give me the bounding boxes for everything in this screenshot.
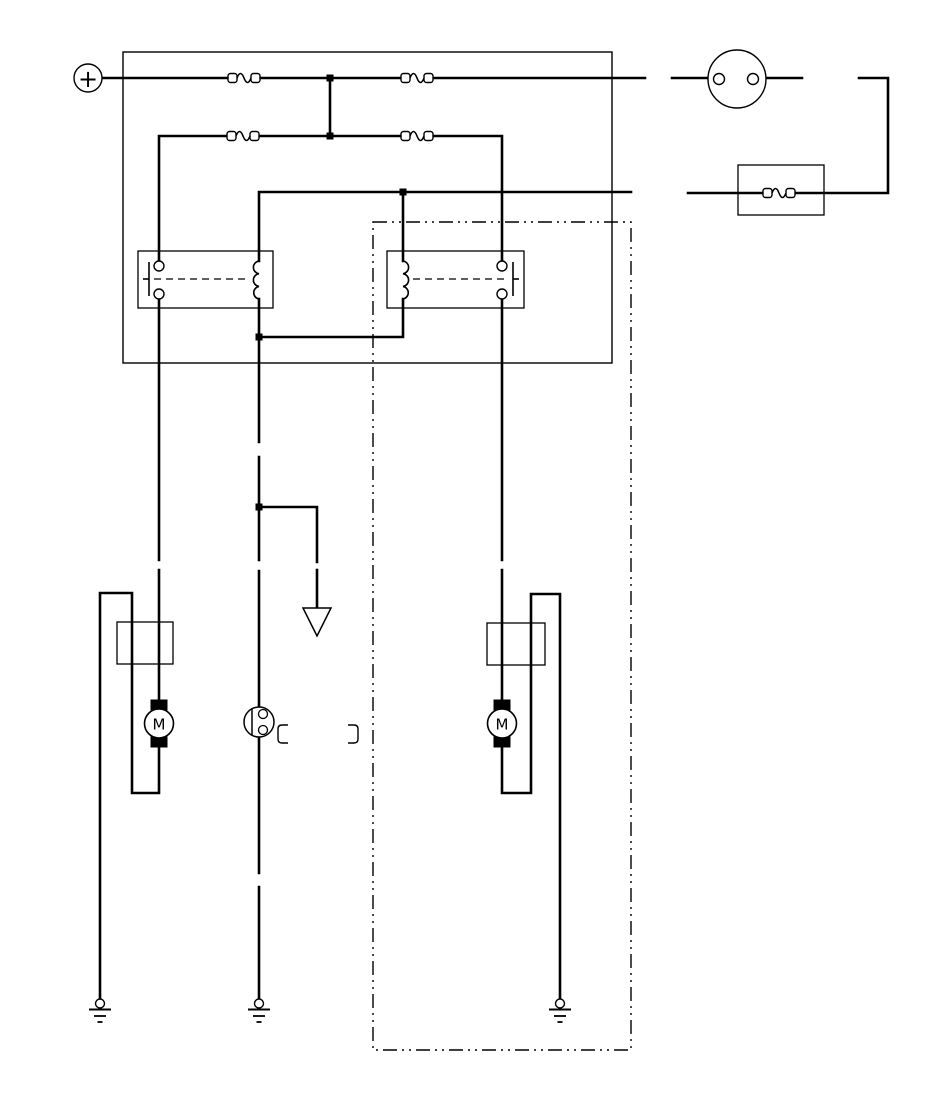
junction-dot [255, 333, 263, 341]
relay-left-contact-pin [153, 288, 165, 300]
wire-rail2-left [157, 134, 235, 263]
wire-motor-left-return [98, 591, 161, 1001]
motor-right-label: M [496, 716, 509, 734]
relay-left-coil [252, 260, 260, 300]
fuse-4-terminal [400, 130, 411, 142]
junction-dot [255, 503, 263, 511]
inline-connector-pin [257, 708, 269, 720]
fuse-1-terminal [250, 72, 261, 84]
wire-branch-to-arrow-1 [257, 505, 319, 564]
relay-right-coil [402, 260, 410, 300]
bracket-right [348, 724, 359, 744]
junction-dot [399, 188, 407, 196]
ground-left-terminal [94, 998, 106, 1009]
fuse-1-terminal [227, 72, 238, 84]
round-connector-pin [746, 72, 760, 86]
fuse-3-terminal [249, 130, 260, 142]
round-connector-icon [707, 49, 767, 109]
inline-connector-pin [257, 724, 269, 736]
battery-terminal-icon [73, 63, 103, 93]
motor-left-icon [143, 708, 175, 739]
motor-right-terminal [493, 699, 511, 711]
relay-right-box [386, 250, 525, 309]
fuse-4-element [409, 130, 425, 142]
inline-fuse-box [737, 164, 825, 216]
fuse-5-terminal [762, 187, 773, 199]
fuse-3-terminal [226, 130, 237, 142]
wire-coil-bottoms [257, 297, 405, 339]
fuse-1-element [236, 72, 252, 84]
fuse-3-element [235, 130, 251, 142]
bracket-left [277, 724, 288, 744]
junction-dot [326, 74, 334, 82]
relay-left-box [137, 250, 274, 309]
battery-plus-label: + [78, 65, 98, 93]
fuse-5-element [771, 187, 787, 199]
motor-left-label: M [153, 716, 166, 734]
fuse-4-terminal [423, 130, 434, 142]
round-connector-pin [712, 72, 726, 86]
motor-left-terminal [150, 699, 168, 711]
fuse-2-terminal [423, 72, 434, 84]
fuse-2-element [409, 72, 425, 84]
wire-switch-drop [787, 76, 890, 195]
wire-coil-feed-rail [257, 190, 633, 263]
relay-left-contact-pin [153, 260, 165, 272]
control-unit-box [122, 51, 613, 364]
junction-dot [326, 132, 334, 140]
ground-middle-terminal [253, 998, 265, 1009]
optional-unit-boundary [372, 221, 632, 1051]
direction-arrow [301, 607, 333, 638]
connector-block-left [116, 621, 174, 665]
fuse-5-terminal [785, 187, 796, 199]
ground-right-terminal [554, 998, 566, 1009]
motor-left-terminal [150, 736, 168, 748]
wire-motor-right-return [500, 592, 562, 1001]
fuse-2-terminal [400, 72, 411, 84]
relay-right-contact-pin [496, 260, 508, 272]
motor-right-icon [486, 708, 518, 739]
wire-rail2-right [425, 134, 504, 263]
relay-right-contact-pin [496, 288, 508, 300]
connector-block-right [486, 622, 546, 666]
motor-right-terminal [493, 736, 511, 748]
